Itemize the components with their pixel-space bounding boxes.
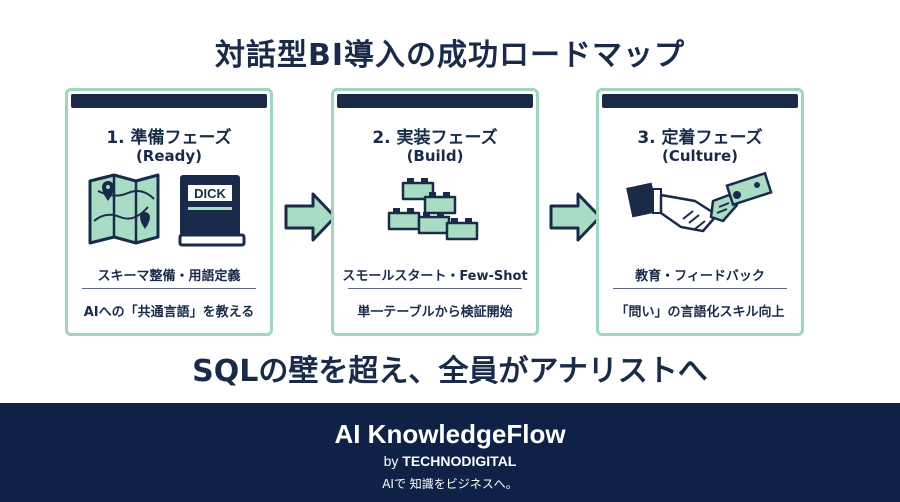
- card-header-bar: [71, 94, 267, 108]
- book-cover-text: DICK: [194, 186, 226, 201]
- phase-label: スモールスタート・Few-Shot: [342, 269, 528, 284]
- phase-title: 3. 定着フェーズ: [637, 128, 763, 148]
- byline-prefix: by: [383, 453, 399, 469]
- phase-description: 「問い」の言語化スキル向上: [615, 305, 785, 320]
- phase-card-ready: 1. 準備フェーズ (Ready) DICK スキーマ整備・用語定義: [65, 88, 273, 336]
- company-name: TECHNODIGITAL: [402, 453, 517, 469]
- human-robot-handshake-icon: [626, 171, 773, 233]
- card-divider: [348, 288, 522, 289]
- phase-icons: DICK: [68, 171, 270, 251]
- dictionary-book-icon: DICK: [178, 175, 246, 247]
- footer-banner: AI KnowledgeFlow by TECHNODIGITAL AIで 知識…: [0, 403, 900, 502]
- phase-subtitle: (Build): [406, 147, 464, 165]
- phase-title: 1. 準備フェーズ: [106, 128, 232, 148]
- phase-card-build: 2. 実装フェーズ (Build) スモールスタート・Few-Shot 単一テー…: [331, 88, 539, 336]
- phase-label: 教育・フィードバック: [635, 269, 765, 284]
- phase-label: スキーマ整備・用語定義: [97, 269, 241, 284]
- phase-card-culture: 3. 定着フェーズ (Culture) 教育・フィードバック 「問い」の言語化ス…: [596, 88, 804, 336]
- phase-subtitle: (Ready): [135, 147, 203, 165]
- tagline: SQLの壁を超え、全員がアナリストへ: [192, 354, 708, 389]
- card-divider: [613, 288, 787, 289]
- building-blocks-icon: [387, 178, 479, 241]
- brand-slogan: AIで 知識をビジネスへ。: [382, 477, 518, 491]
- map-icon: [88, 173, 160, 245]
- arrow-right-icon: [549, 192, 602, 242]
- phase-description: AIへの「共通言語」を教える: [83, 305, 255, 320]
- phase-icons: [599, 171, 801, 251]
- card-header-bar: [337, 94, 533, 108]
- phase-subtitle: (Culture): [662, 147, 738, 165]
- card-header-bar: [602, 94, 798, 108]
- arrow-right-icon: [284, 192, 337, 242]
- phase-title: 2. 実装フェーズ: [372, 128, 498, 148]
- phase-icons: [334, 171, 536, 251]
- page-title: 対話型BI導入の成功ロードマップ: [214, 38, 686, 73]
- phase-description: 単一テーブルから検証開始: [357, 305, 513, 320]
- brand-byline: by TECHNODIGITAL: [0, 453, 900, 469]
- card-divider: [82, 288, 256, 289]
- brand-name: AI KnowledgeFlow: [334, 419, 566, 449]
